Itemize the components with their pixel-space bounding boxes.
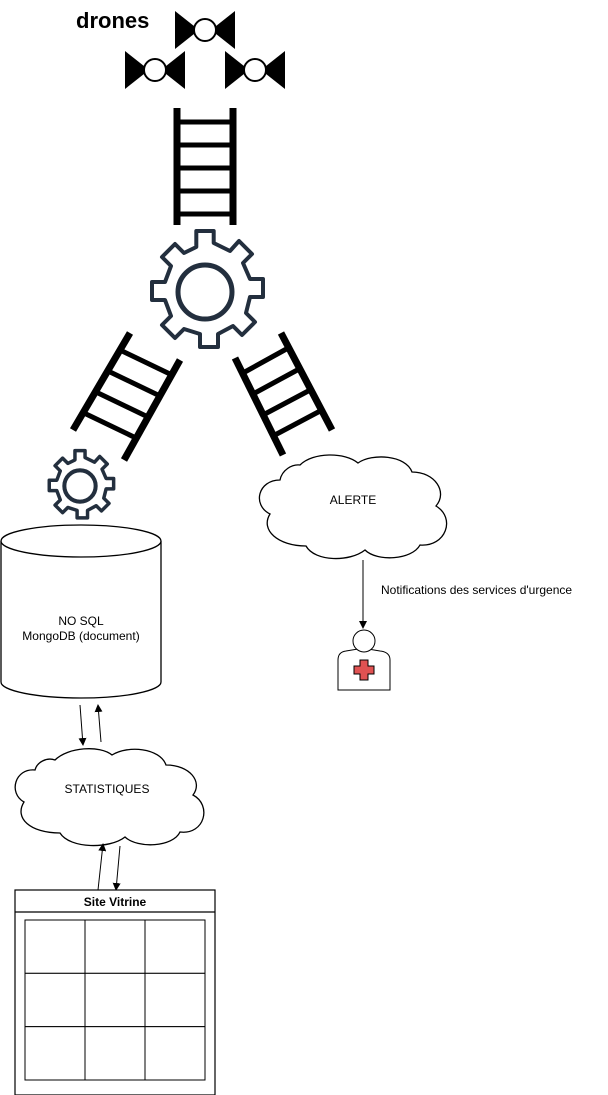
alert-cloud [258,454,448,560]
site-grid [24,919,206,1081]
ladder-icon [69,331,184,462]
grid-cell [144,919,206,974]
stats-to-db-arrow [94,704,103,743]
notification-label: Notifications des services d'urgence [381,583,572,597]
drone-icon [225,51,285,89]
grid-cell [84,1026,146,1081]
site-title: Site Vitrine [84,895,147,909]
grid-cell [84,919,146,974]
grid-cell [24,972,86,1028]
stats-label: STATISTIQUES [65,782,150,796]
ladder-icon [173,108,237,225]
diagram-title: drones [76,8,149,33]
site-to-stats-arrow [97,843,107,891]
grid-cell [144,1026,206,1081]
db-to-stats-arrow [78,704,87,746]
drone-icon [125,51,185,89]
database-icon [0,524,162,699]
drone-icon [175,11,235,49]
stats-cloud [14,748,205,847]
grid-cell [144,972,206,1028]
database-label-line1: NO SQL [58,614,104,628]
gear-icon [150,229,265,349]
alert-label: ALERTE [330,493,376,507]
ladder-icon [231,331,336,457]
grid-cell [24,919,86,974]
grid-cell [84,972,146,1028]
medic-user-icon [337,629,391,691]
stats-to-site-arrow [112,845,121,891]
database-label-line2: MongoDB (document) [22,629,139,643]
grid-cell [24,1026,86,1081]
gear-icon [47,448,116,520]
